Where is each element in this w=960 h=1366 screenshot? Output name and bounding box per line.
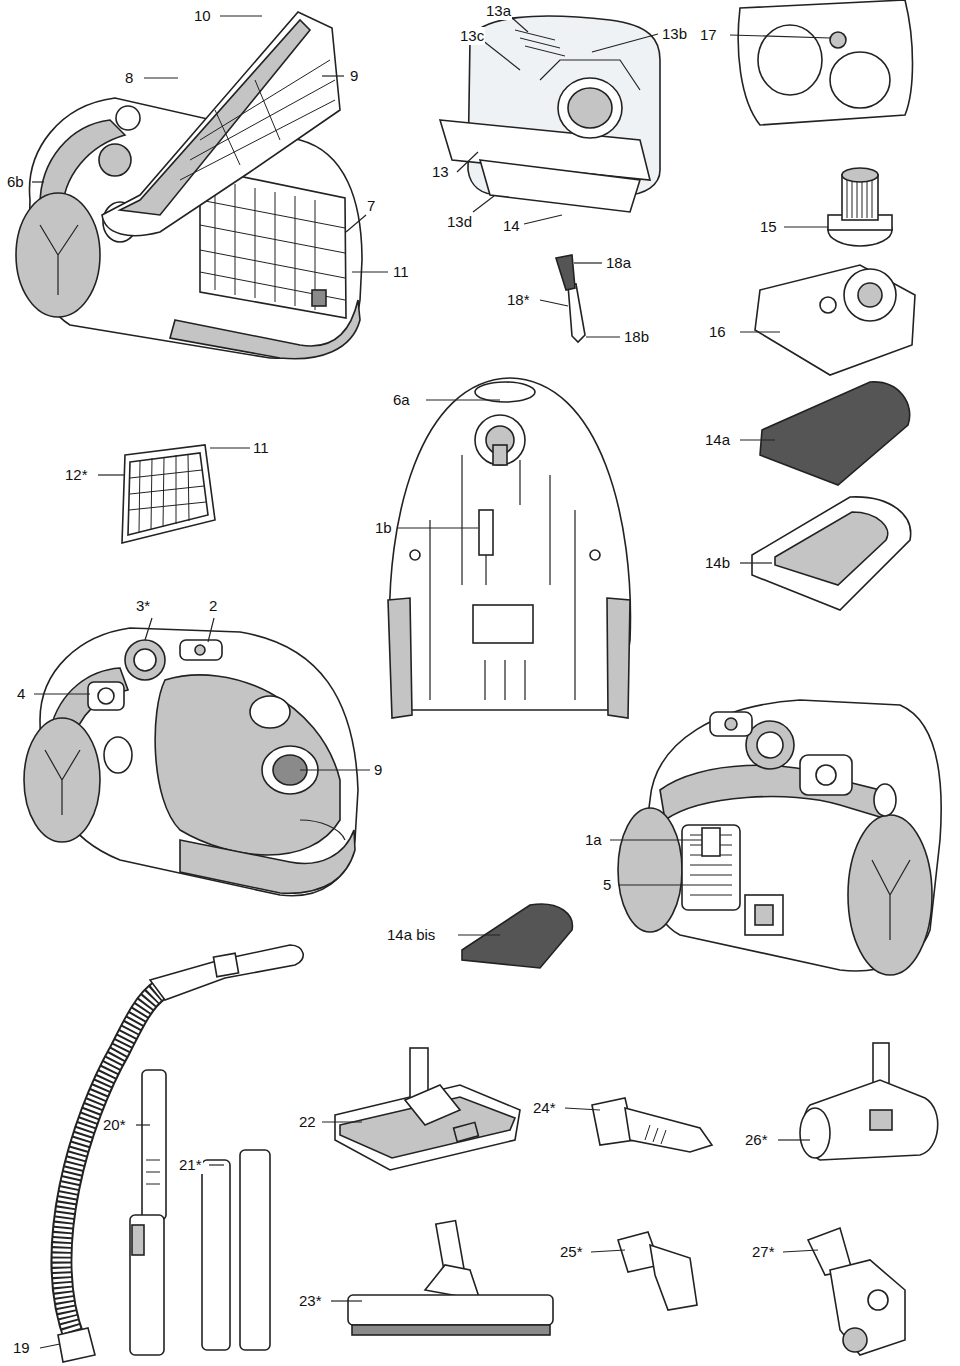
callout-number: 5	[602, 876, 612, 894]
parquet-nozzle	[348, 1221, 553, 1335]
foam-pad	[760, 382, 910, 485]
callout-number: 17	[699, 26, 718, 44]
callout-number: 13d	[446, 213, 473, 231]
callout-number: 19	[12, 1339, 31, 1357]
filter-cover	[755, 265, 915, 375]
callout-number: 20*	[102, 1116, 127, 1134]
turbo-brush	[800, 1043, 938, 1160]
callout-number: 12*	[64, 466, 89, 484]
callout-number: 18a	[605, 254, 632, 272]
hose	[58, 945, 303, 1362]
callout-number: 21*	[178, 1156, 203, 1174]
tube	[202, 1160, 230, 1350]
callout-number: 14	[502, 217, 521, 235]
vacuum-front	[24, 628, 358, 896]
callout-number: 8	[124, 69, 134, 87]
callout-number: 24*	[532, 1099, 557, 1117]
callout-number: 9	[373, 761, 383, 779]
vacuum-rear	[618, 700, 941, 975]
callout-number: 15	[759, 218, 778, 236]
leader-lines	[32, 16, 830, 1348]
cleaning-brush	[556, 255, 585, 342]
callout-number: 16	[708, 323, 727, 341]
callout-number: 13	[431, 163, 450, 181]
exhaust-filter	[122, 445, 215, 543]
tube	[240, 1150, 270, 1350]
callout-number: 14b	[704, 554, 731, 572]
filter-frame	[738, 0, 912, 125]
vacuum-open	[16, 12, 362, 359]
callout-number: 3*	[135, 597, 151, 615]
upholstery-nozzle	[618, 1232, 697, 1310]
callout-number: 13a	[485, 2, 512, 20]
dust-container	[440, 16, 660, 212]
callout-number: 1b	[374, 519, 393, 537]
callout-number: 18b	[623, 328, 650, 346]
callout-number: 2	[208, 597, 218, 615]
callout-number: 9	[349, 67, 359, 85]
callout-number: 10	[193, 7, 212, 25]
foam-pad-small	[462, 904, 572, 968]
telescopic-tube	[130, 1070, 166, 1355]
callout-number: 23*	[298, 1292, 323, 1310]
pad-frame	[752, 497, 911, 610]
callout-number: 6a	[392, 391, 411, 409]
callout-number: 13c	[459, 27, 485, 45]
callout-number: 22	[298, 1113, 317, 1131]
callout-number: 11	[392, 263, 410, 281]
cylinder-filter	[828, 168, 892, 246]
callout-number: 18*	[506, 291, 531, 309]
callout-number: 11	[252, 439, 270, 457]
callout-number: 6b	[6, 173, 25, 191]
callout-number: 4	[16, 685, 26, 703]
crevice-brush	[592, 1098, 712, 1152]
callout-number: 1a	[584, 831, 603, 849]
callout-number: 27*	[751, 1243, 776, 1261]
callout-number: 25*	[559, 1243, 584, 1261]
callout-number: 26*	[744, 1131, 769, 1149]
vacuum-underside	[388, 378, 630, 718]
callout-number: 14a	[704, 431, 731, 449]
mini-turbo-brush	[808, 1228, 905, 1355]
callout-number: 13b	[661, 25, 688, 43]
callout-number: 14a bis	[386, 926, 436, 944]
callout-number: 7	[366, 197, 376, 215]
floor-nozzle	[335, 1048, 520, 1170]
